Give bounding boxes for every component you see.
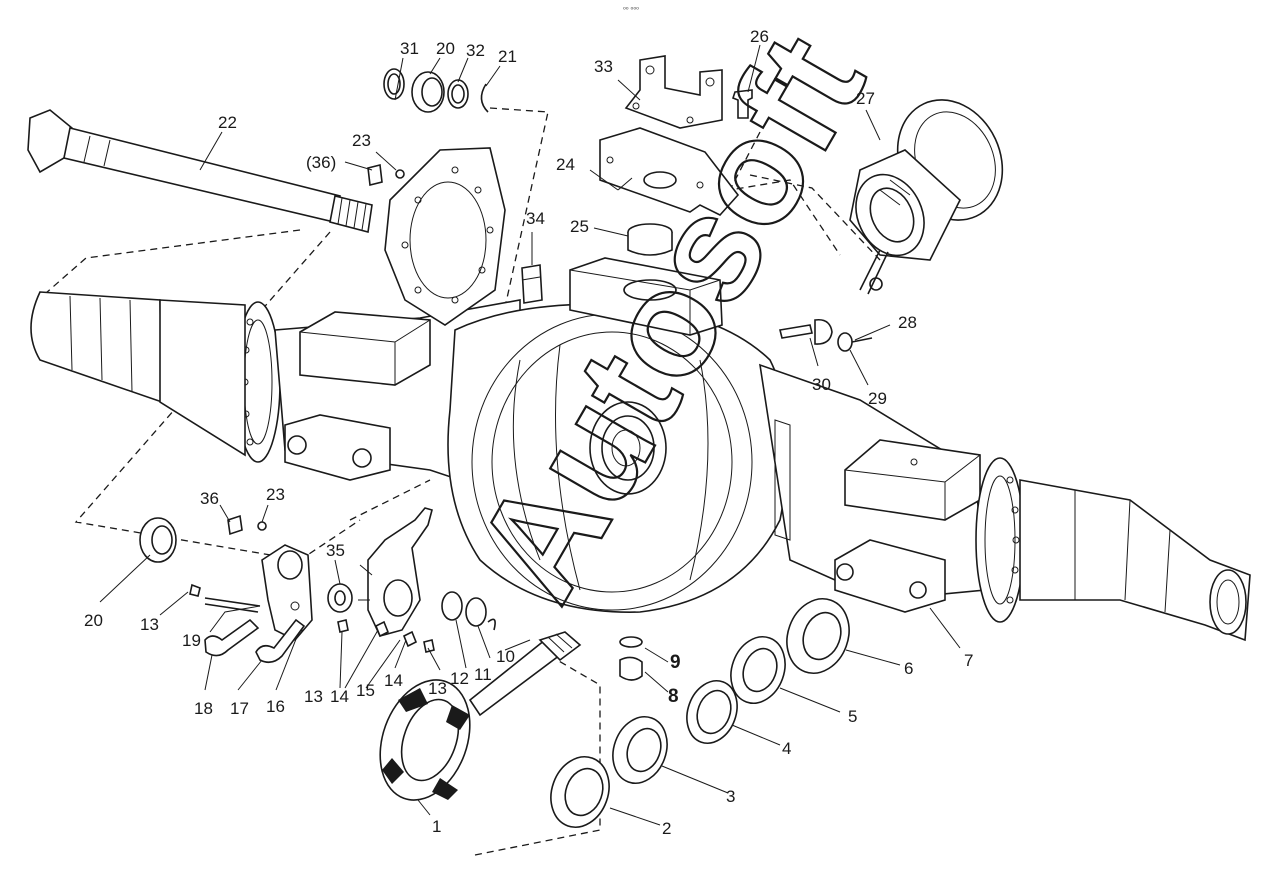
callout-18: 18 xyxy=(194,699,213,718)
callout-23-top: 23 xyxy=(352,131,371,150)
callout-15: 15 xyxy=(356,681,375,700)
callout-12: 12 xyxy=(450,669,469,688)
right-spring-seat xyxy=(844,439,981,521)
callout-9: 9 xyxy=(670,652,681,673)
callout-5: 5 xyxy=(848,707,857,726)
callout-32: 32 xyxy=(466,41,485,60)
callout-14-left: 14 xyxy=(330,687,349,706)
callout-13-right: 13 xyxy=(428,679,447,698)
callout-35: 35 xyxy=(326,541,345,560)
part-gasket-9 xyxy=(619,636,643,648)
part-hub-bearing-stack xyxy=(550,598,850,828)
callout-31: 31 xyxy=(400,39,419,58)
callout-8: 8 xyxy=(668,686,679,707)
left-spindle xyxy=(30,291,163,404)
callout-36-paren: (36) xyxy=(306,153,336,172)
callout-28: 28 xyxy=(898,313,917,332)
part-clevis xyxy=(779,318,873,352)
part-oil-seal xyxy=(612,716,668,784)
callout-25: 25 xyxy=(570,217,589,236)
part-dust-shield xyxy=(379,679,471,801)
callout-20-top: 20 xyxy=(436,39,455,58)
right-spindle xyxy=(1019,479,1251,642)
part-breather-top xyxy=(367,164,405,186)
header-mark: ⁰⁰ ⁰⁰⁰ xyxy=(623,6,639,14)
callout-3: 3 xyxy=(726,787,735,806)
callout-16: 16 xyxy=(266,697,285,716)
callout-29: 29 xyxy=(868,389,887,408)
callout-6: 6 xyxy=(904,659,913,678)
callout-13-left: 13 xyxy=(140,615,159,634)
left-spring-seat xyxy=(299,311,431,386)
callout-13-mid: 13 xyxy=(304,687,323,706)
part-bearing xyxy=(786,598,850,674)
part-plug-8 xyxy=(619,656,643,681)
callout-30: 30 xyxy=(812,375,831,394)
cam-support-bracket xyxy=(261,544,313,641)
part-top-bracket xyxy=(599,55,753,256)
axle-housing xyxy=(30,257,1251,642)
callout-26: 26 xyxy=(750,27,769,46)
leader-lines xyxy=(99,44,961,826)
callout-24: 24 xyxy=(556,155,575,174)
callout-19: 19 xyxy=(182,631,201,650)
callout-23-lower: 23 xyxy=(266,485,285,504)
callout-22: 22 xyxy=(218,113,237,132)
part-lock-nut xyxy=(550,756,610,828)
right-brake-flange xyxy=(975,457,1025,623)
slack-adjuster xyxy=(367,507,433,637)
callout-36: 36 xyxy=(200,489,219,508)
callout-7: 7 xyxy=(964,651,973,670)
callout-11: 11 xyxy=(474,665,492,684)
callout-20-left: 20 xyxy=(84,611,103,630)
part-cover-plate xyxy=(384,147,506,326)
callout-14-right: 14 xyxy=(384,671,403,690)
part-lower-left-group xyxy=(139,514,313,664)
callout-1: 1 xyxy=(432,817,441,836)
callout-33: 33 xyxy=(594,57,613,76)
part-brake-chamber xyxy=(849,99,1004,295)
top-mount-pad xyxy=(569,257,723,336)
callout-2: 2 xyxy=(662,819,671,838)
part-adjusting-nut xyxy=(730,636,786,704)
part-plug xyxy=(521,264,543,304)
callout-34: 34 xyxy=(526,209,545,228)
part-axle-shaft xyxy=(27,109,373,234)
callout-10: 10 xyxy=(496,647,515,666)
callout-labels: 1 2 3 4 5 6 7 8 9 10 11 12 13 13 13 14 1… xyxy=(84,27,973,838)
callout-17: 17 xyxy=(230,699,249,718)
part-camshaft xyxy=(468,631,582,717)
callout-27: 27 xyxy=(856,89,875,108)
callout-21: 21 xyxy=(498,47,517,66)
callout-4: 4 xyxy=(782,739,791,758)
